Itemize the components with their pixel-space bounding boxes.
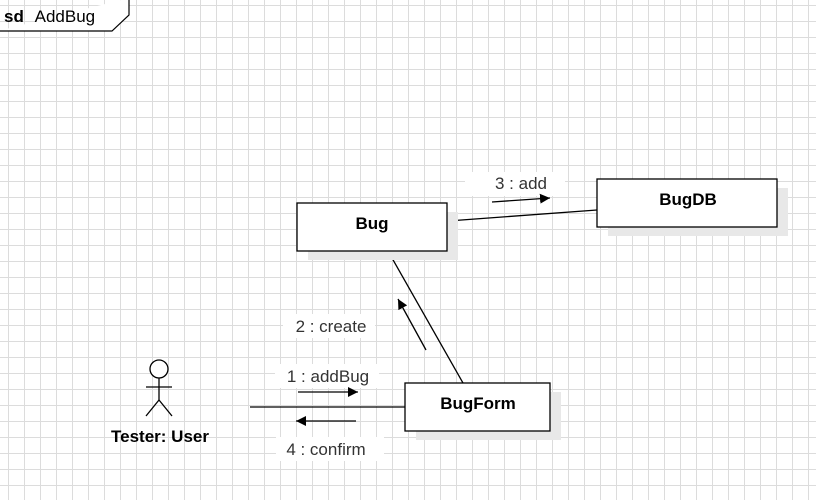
frame-keyword: sd (4, 7, 24, 26)
message-2: 2 : create (283, 298, 427, 351)
message-1: 1 : addBug (275, 364, 379, 397)
object-bug[interactable]: Bug (296, 202, 458, 260)
message-2-arrow-icon (397, 298, 427, 351)
message-3-arrow-icon (491, 193, 551, 204)
svg-text:sd AddBug: sd AddBug (4, 7, 95, 26)
message-4-label: 4 : confirm (286, 440, 365, 459)
object-bugdb[interactable]: BugDB (596, 178, 788, 236)
message-4: 4 : confirm (276, 416, 384, 461)
actor-stick-figure-icon[interactable] (145, 359, 173, 417)
object-bugform-label: BugForm (440, 394, 516, 413)
actor-label: Tester: User (111, 427, 209, 446)
link-bug-bugform (387, 250, 464, 384)
message-3: 3 : add (465, 172, 565, 204)
frame-header: sd AddBug (0, 0, 130, 32)
message-2-label: 2 : create (296, 317, 367, 336)
message-1-label: 1 : addBug (287, 367, 369, 386)
message-3-label: 3 : add (495, 174, 547, 193)
link-bug-bugdb (447, 209, 598, 222)
object-bug-label: Bug (355, 214, 388, 233)
object-bugdb-label: BugDB (659, 190, 717, 209)
frame-name: AddBug (35, 7, 96, 26)
object-bugform[interactable]: BugForm (404, 382, 561, 440)
